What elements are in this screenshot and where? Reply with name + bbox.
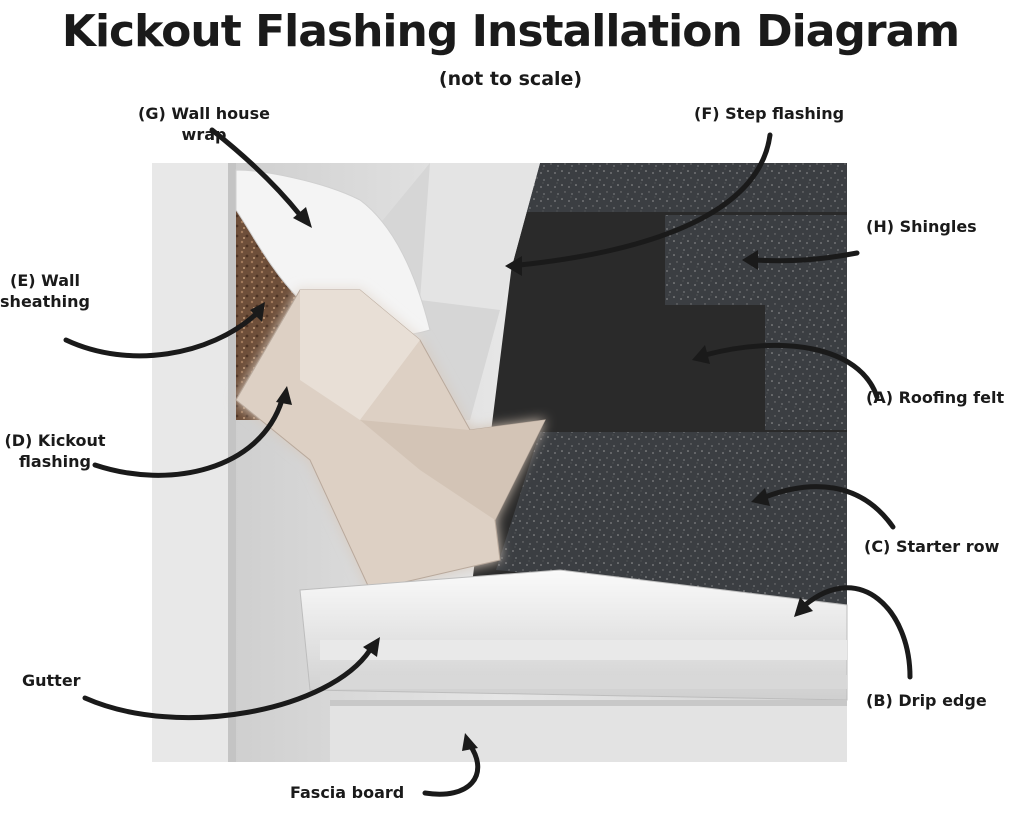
arrowhead-step-flashing [505,256,522,276]
label-fascia: Fascia board [290,783,405,802]
arrow-shingles [752,250,860,264]
arrowhead-starter-row [751,488,770,506]
label-step-flashing: (F) Step flashing [694,104,845,123]
label-sheathing: (E) Wall sheathing [0,270,90,312]
arrow-step-flashing [517,132,773,268]
label-drip-edge: (B) Drip edge [866,691,987,710]
arrowhead-gutter [363,637,380,657]
arrow-fascia [422,742,481,797]
starter-row [496,432,847,605]
arrowhead-drip-edge [794,597,813,617]
label-kickout: (D) Kickout flashing [0,430,110,472]
fascia-board [330,700,847,762]
arrow-drip-edge [802,585,913,680]
shingles-top [505,163,847,212]
label-kickout-line1: (D) Kickout [4,431,106,450]
arrow-starter-row [762,484,896,530]
arrow-kickout [92,397,285,478]
label-roofing-felt: (A) Roofing felt [866,388,1005,407]
label-house-wrap-line2: wrap [181,125,227,144]
arrowhead-fascia [462,733,478,751]
arrowhead-shingles [742,250,758,270]
arrowhead-kickout [276,386,292,405]
arrow-sheathing [63,312,258,359]
arrowhead-house-wrap [293,207,312,228]
arrow-gutter [82,647,373,721]
arrow-roofing-felt [702,342,880,400]
label-gutter: Gutter [22,671,81,690]
arrowhead-roofing-felt [692,345,710,364]
label-house-wrap: (G) Wall house wrap [124,103,284,145]
label-starter-row: (C) Starter row [864,537,1000,556]
label-shingles: (H) Shingles [866,217,977,236]
house-wrap [235,169,431,337]
label-sheathing-line1: (E) Wall [10,271,80,290]
arrow-house-wrap [209,127,303,218]
label-kickout-line2: flashing [19,452,91,471]
arrowhead-sheathing [250,302,265,322]
label-sheathing-line2: sheathing [0,292,90,311]
diagram-title: Kickout Flashing Installation Diagram [61,6,960,57]
diagram-subtitle: (not to scale) [438,68,583,90]
shingles-right [765,305,847,430]
label-house-wrap-line1: (G) Wall house [138,104,270,123]
